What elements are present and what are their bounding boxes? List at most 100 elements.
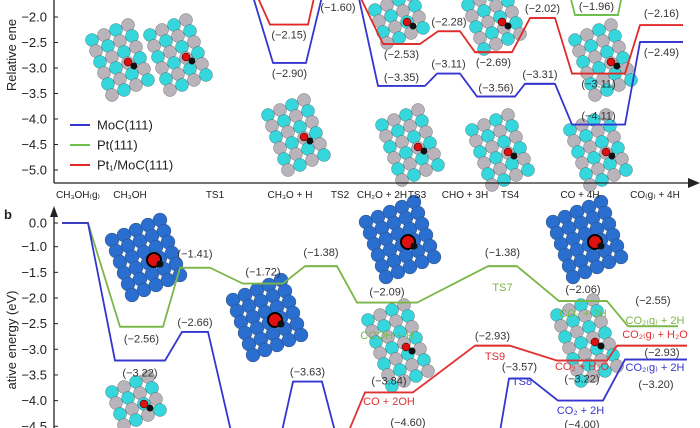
atom (489, 37, 503, 51)
atom (477, 42, 491, 56)
y-tick-label-a: −3.5 (21, 86, 47, 101)
energy-value-label: (−1.72) (245, 267, 280, 279)
atom (574, 374, 588, 388)
atom (402, 17, 412, 27)
atom (608, 152, 616, 160)
y-tick-label-b: −4.0 (21, 393, 47, 408)
energy-value-label: (−1.60) (320, 2, 355, 14)
atom (509, 168, 523, 182)
atom (597, 242, 605, 250)
atom (293, 327, 309, 343)
surface-model-image (465, 108, 535, 192)
atom (600, 83, 614, 97)
state-label: CO + 2OH (363, 396, 415, 408)
atom (188, 57, 196, 65)
energy-value-label: (−2.49) (644, 47, 679, 59)
atom (410, 242, 418, 250)
atom (401, 342, 411, 352)
atom (129, 78, 143, 92)
x-axis-arrow-icon (688, 178, 700, 188)
atom (607, 168, 621, 182)
state-label: CO₂₍g₎ + 2H (626, 362, 685, 374)
surface-model-image (550, 293, 624, 388)
energy-value-label: (−1.96) (579, 1, 614, 13)
atom (503, 147, 513, 157)
atom (277, 320, 285, 328)
atom (397, 374, 411, 388)
energy-value-label: (−4.11) (581, 111, 615, 123)
x-category-label-a: TS1 (206, 190, 225, 201)
surface-model-image (563, 108, 633, 192)
atom (293, 158, 307, 172)
atom (421, 364, 435, 378)
energy-value-label: (−2.90) (272, 68, 307, 80)
y-tick-label-b: −2.0 (21, 291, 47, 306)
atom (485, 178, 499, 192)
energy-value-label: (−3.84) (371, 375, 406, 387)
y-axis-arrow-icon (50, 206, 58, 217)
atom (175, 78, 189, 92)
x-category-label-a: CH₃OH₍g₎ (56, 190, 100, 201)
y-tick-label-a: −2.5 (21, 35, 47, 50)
energy-value-label: (−3.31) (522, 69, 557, 81)
atom (395, 173, 409, 187)
atom (426, 249, 442, 265)
surface-model-image (368, 0, 430, 50)
state-label: TS7 (492, 282, 512, 294)
atom (139, 399, 149, 409)
surface-model-image (105, 370, 167, 428)
y-tick-label-b: −1.5 (21, 265, 47, 280)
atom (413, 142, 423, 152)
atom (153, 403, 167, 417)
surface-model-image (358, 194, 442, 285)
y-axis-label-a: Relative ene (4, 19, 19, 91)
state-label: TS9 (485, 351, 505, 363)
y-axis-label-b: ative energy (eV) (4, 291, 19, 390)
energy-value-label: (−2.02) (525, 3, 560, 15)
y-tick-label-a: −2.0 (21, 10, 47, 25)
atom (181, 52, 191, 62)
atom (420, 147, 428, 155)
y-tick-label-b: −3.5 (21, 367, 47, 382)
energy-value-label: (−2.28) (431, 16, 466, 28)
series-line-moc111 (253, 0, 683, 126)
atom (597, 342, 605, 350)
atom (583, 178, 597, 192)
y-tick-label-b: −4.5 (21, 419, 47, 428)
energy-value-label: (−2.69) (476, 57, 511, 69)
surface-model-image (261, 93, 331, 177)
energy-value-label: (−2.06) (565, 284, 600, 296)
x-category-label-a: CH₂O + 2H (357, 190, 407, 201)
x-category-label-a: CO₍g₎ + 4H (630, 190, 680, 201)
energy-value-label: (−3.63) (290, 367, 325, 379)
atom (416, 21, 430, 35)
energy-value-label: (−2.16) (644, 8, 679, 20)
atom (129, 413, 143, 427)
atom (117, 83, 131, 97)
surface-model-image (225, 272, 309, 363)
atom (521, 163, 535, 177)
energy-value-label: (−1.41) (177, 249, 212, 261)
state-label: CO₂ + 2H (557, 405, 604, 417)
energy-value-label: (−2.53) (384, 49, 419, 61)
y-tick-label-a: −4.0 (21, 112, 47, 127)
atom (281, 163, 295, 177)
x-category-label-a: TS2 (331, 190, 350, 201)
legend-entry: MoC(111) (97, 118, 153, 133)
surface-model-image (545, 194, 629, 285)
energy-value-label: (−1.38) (485, 247, 520, 259)
y-tick-label-b: −1.0 (21, 239, 47, 254)
atom (595, 173, 609, 187)
surface-model-image (143, 13, 213, 97)
energy-value-label: (−3.35) (384, 72, 419, 84)
atom (601, 147, 611, 157)
atom (156, 260, 164, 268)
energy-value-label: (−4.00) (564, 419, 599, 428)
x-category-label-a: CH₃OH (113, 190, 147, 201)
energy-value-label: (−1.38) (303, 247, 338, 259)
atom (163, 83, 177, 97)
atom (613, 62, 621, 70)
atom (497, 173, 511, 187)
state-label: TS8 (512, 376, 532, 388)
